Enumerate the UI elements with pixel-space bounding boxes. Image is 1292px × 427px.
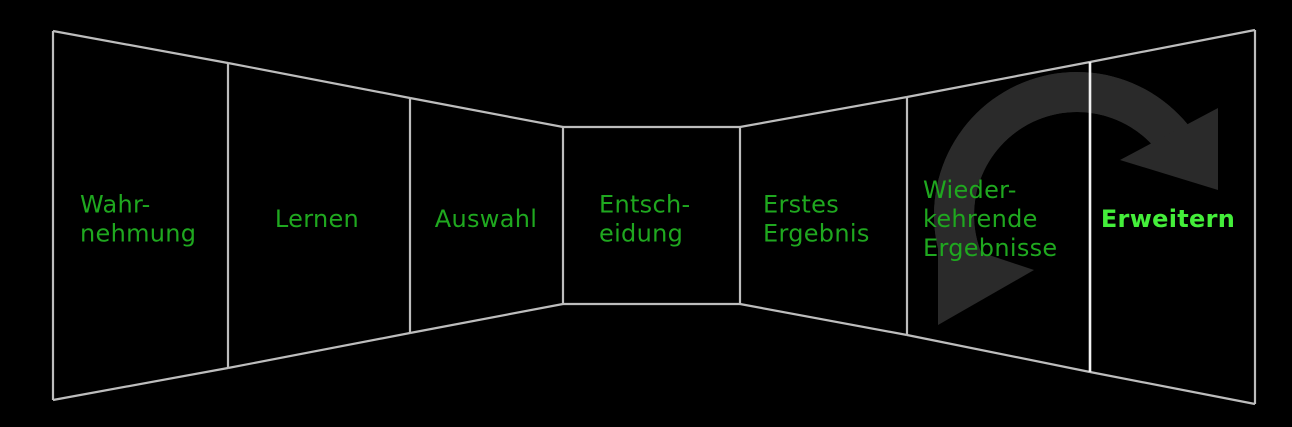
outline-top-edge <box>52 29 229 65</box>
outline-top-edge <box>906 60 1091 99</box>
outline-bottom-edge <box>52 366 229 402</box>
stage-label-line: Erstes <box>763 191 839 219</box>
outline-bottom-edge <box>906 333 1091 374</box>
stage-label-line: kehrende <box>923 205 1038 233</box>
outline-top-edge <box>1089 28 1256 64</box>
outline-bottom-edge <box>227 331 411 370</box>
cycle-arrows-icon <box>934 71 1218 325</box>
funnel-outline <box>51 28 1257 406</box>
stage-label-line: Ergebnis <box>763 220 870 248</box>
outline-top-edge <box>739 95 908 129</box>
stage-label-line: nehmung <box>80 220 196 248</box>
cycle-arrowhead-left <box>938 238 1034 325</box>
outline-bottom-edge <box>1089 370 1256 406</box>
stage-label-line: Auswahl <box>435 205 537 233</box>
outline-bottom-edge <box>739 302 908 337</box>
stage-label-lernen: Lernen <box>275 205 359 233</box>
outline-top-edge <box>409 96 564 129</box>
stage-label-line: Entsch- <box>599 191 690 219</box>
stage-label-line: Ergebnisse <box>923 234 1058 262</box>
cycle-arc-bottom <box>934 71 1207 276</box>
stage-label-line: Wahr- <box>80 191 151 219</box>
stage-label-auswahl: Auswahl <box>435 205 537 233</box>
cycle-arrowhead-right <box>1120 108 1218 190</box>
outline-top-edge <box>227 61 411 100</box>
stage-label-line: eidung <box>599 220 683 248</box>
stage-label-line: Wieder- <box>923 176 1017 204</box>
stage-label-entscheidung: Entsch-eidung <box>599 191 690 248</box>
stage-label-line: Lernen <box>275 205 359 233</box>
stage-label-erweitern: Erweitern <box>1101 205 1235 233</box>
stage-label-line: Erweitern <box>1101 205 1235 233</box>
outline-bottom-edge <box>409 302 564 335</box>
stage-label-wahrnehmung: Wahr-nehmung <box>80 191 196 248</box>
